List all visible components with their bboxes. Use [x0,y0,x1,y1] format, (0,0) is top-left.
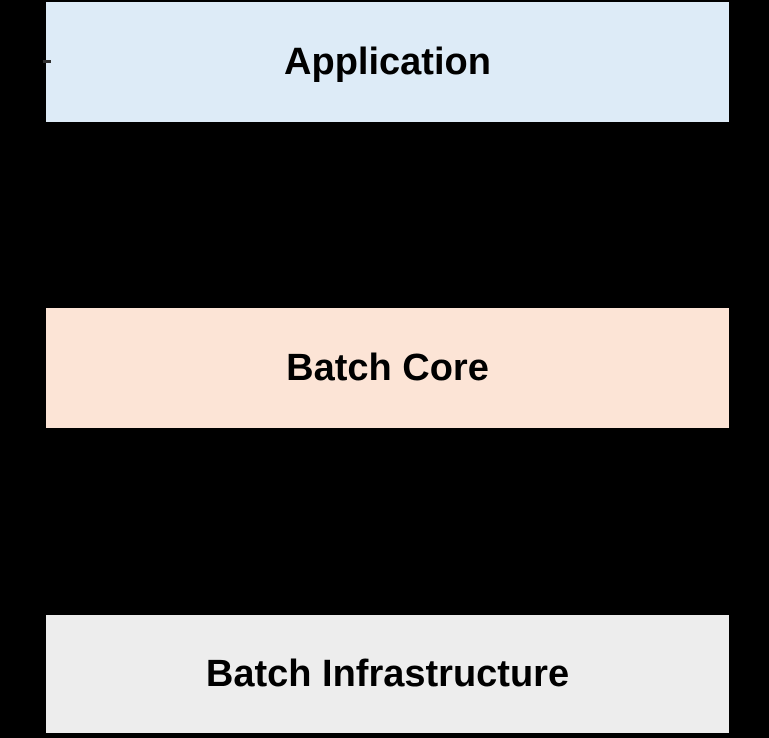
layer-batch-core-label: Batch Core [286,346,489,389]
left-edge-tick-mark [43,60,51,63]
layer-batch-infrastructure: Batch Infrastructure [46,615,729,733]
layer-batch-core: Batch Core [46,308,729,428]
layer-application-label: Application [284,40,491,83]
layer-batch-infrastructure-label: Batch Infrastructure [205,652,570,695]
layer-application: Application [46,2,729,122]
